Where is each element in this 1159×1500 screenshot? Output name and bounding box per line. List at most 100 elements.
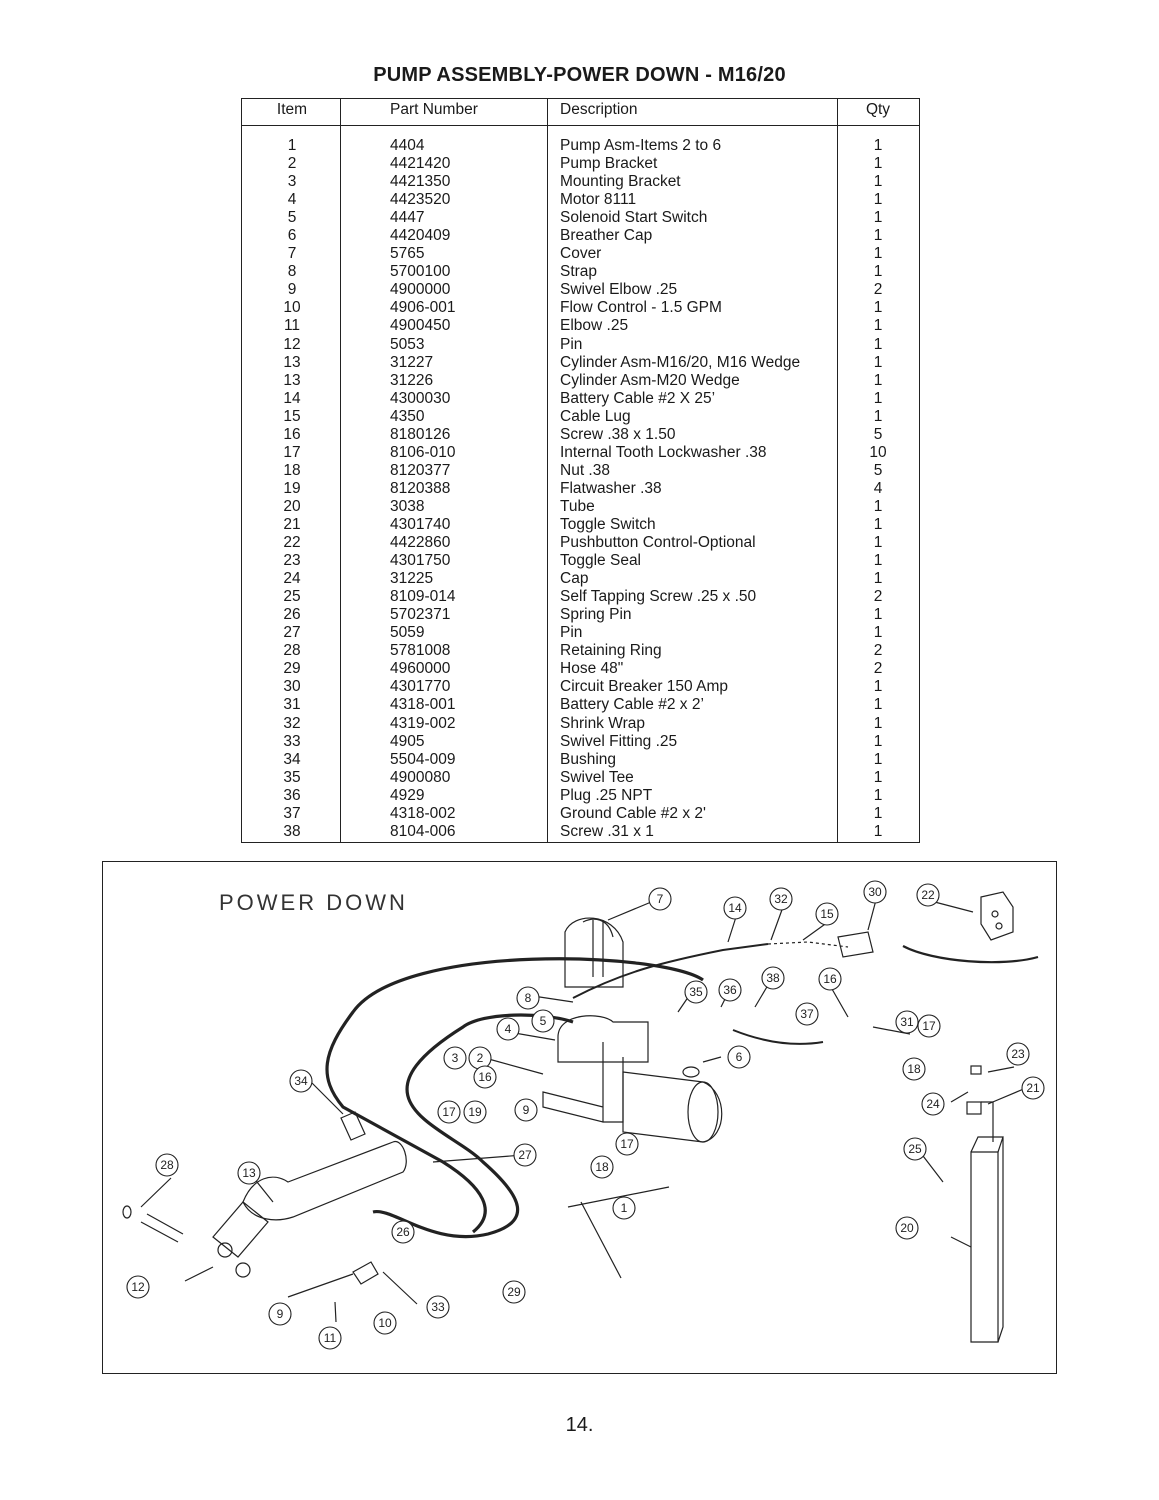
callout-circle	[795, 1002, 819, 1026]
cell-qty: 1	[873, 245, 883, 263]
cell-item: 14	[283, 389, 301, 407]
cell-part-number: 5504-009	[390, 750, 456, 768]
cell-part-number: 8104-006	[390, 822, 456, 840]
callout-32: 32	[769, 887, 793, 911]
callout-18: 18	[590, 1155, 614, 1179]
cell-description: Strap	[560, 263, 598, 281]
callout-label: 4	[505, 1022, 512, 1036]
header-item: Item	[276, 101, 308, 118]
callout-circle	[426, 1295, 450, 1319]
cell-description: Internal Tooth Lockwasher .38	[560, 443, 767, 461]
pump-bracket	[542, 1042, 624, 1123]
callout-36: 36	[718, 978, 742, 1002]
callout-circle	[917, 1014, 941, 1038]
cell-description: Battery Cable #2 x 2’	[560, 696, 704, 714]
hose-inner	[372, 1013, 574, 1239]
toggle-switch	[966, 1101, 982, 1115]
header-description: Description	[560, 101, 638, 118]
callout-12: 12	[126, 1275, 150, 1299]
cell-item: 30	[283, 678, 301, 696]
cell-part-number: 5781008	[390, 642, 451, 660]
callout-label: 38	[766, 971, 780, 985]
cell-description: Battery Cable #2 X 25’	[560, 389, 716, 407]
callout-9: 9	[268, 1302, 292, 1326]
callout-15: 15	[815, 902, 839, 926]
cell-part-number: 4422860	[390, 534, 451, 552]
cell-description: Pump Bracket	[560, 155, 658, 173]
cell-item: 34	[283, 750, 301, 768]
callout-circle	[373, 1311, 397, 1335]
callout-label: 18	[907, 1062, 921, 1076]
cell-description: Shrink Wrap	[560, 714, 645, 732]
cell-part-number: 31227	[390, 353, 434, 371]
cell-part-number: 4423520	[390, 191, 451, 209]
callout-circle	[318, 1326, 342, 1350]
callout-23: 23	[1006, 1042, 1030, 1066]
callout-label: 25	[908, 1142, 922, 1156]
callout-label: 15	[820, 907, 834, 921]
callout-label: 31	[900, 1015, 914, 1029]
callout-8: 8	[516, 986, 540, 1010]
cell-description: Retaining Ring	[560, 642, 662, 660]
callout-30: 30	[863, 880, 887, 904]
cell-description: Screw .38 x 1.50	[560, 425, 676, 443]
cell-part-number: 4301750	[390, 552, 451, 570]
cell-qty: 1	[873, 155, 883, 173]
cell-item: 19	[283, 479, 301, 497]
cell-qty: 1	[873, 173, 883, 191]
cell-item: 13	[283, 371, 301, 389]
callout-label: 9	[277, 1307, 284, 1321]
callout-circle	[648, 887, 672, 911]
callout-label: 32	[774, 892, 788, 906]
cell-description: Pump Asm-Items 2 to 6	[560, 137, 722, 154]
cell-part-number: 4905	[390, 732, 425, 750]
callout-label: 19	[468, 1105, 482, 1119]
cell-qty: 1	[873, 335, 883, 353]
cell-description: Cylinder Asm-M20 Wedge	[560, 371, 740, 389]
cell-part-number: 5702371	[390, 606, 451, 624]
callout-3: 3	[443, 1046, 467, 1070]
cell-item: 36	[283, 786, 301, 804]
callout-label: 18	[595, 1160, 609, 1174]
cell-part-number: 8120377	[390, 461, 451, 479]
cell-part-number: 4929	[390, 786, 425, 804]
cell-part-number: 4420409	[390, 227, 451, 245]
cell-qty: 1	[873, 678, 883, 696]
cell-item: 31	[283, 696, 301, 714]
callout-circle	[126, 1275, 150, 1299]
cell-description: Cable Lug	[560, 407, 631, 425]
callout-18: 18	[902, 1057, 926, 1081]
circuit-breaker	[837, 931, 874, 958]
callout-circle	[237, 1161, 261, 1185]
cell-part-number: 8180126	[390, 425, 451, 443]
header-qty: Qty	[865, 101, 891, 118]
cell-description: Screw .31 x 1	[560, 822, 654, 840]
cell-description: Flow Control - 1.5 GPM	[560, 299, 722, 317]
cell-description: Breather Cap	[560, 227, 653, 245]
callout-circle	[903, 1137, 927, 1161]
cell-part-number: 4900080	[390, 768, 451, 786]
cell-description: Circuit Breaker 150 Amp	[560, 678, 728, 696]
cell-description: Flatwasher .38	[560, 479, 662, 497]
cell-item: 32	[283, 714, 301, 732]
callout-label: 6	[736, 1050, 743, 1064]
cell-qty: 1	[873, 822, 883, 840]
callout-label: 2	[477, 1051, 484, 1065]
toggle-seal	[970, 1065, 982, 1075]
cell-qty: 1	[873, 497, 883, 515]
cell-item: 11	[283, 317, 301, 335]
